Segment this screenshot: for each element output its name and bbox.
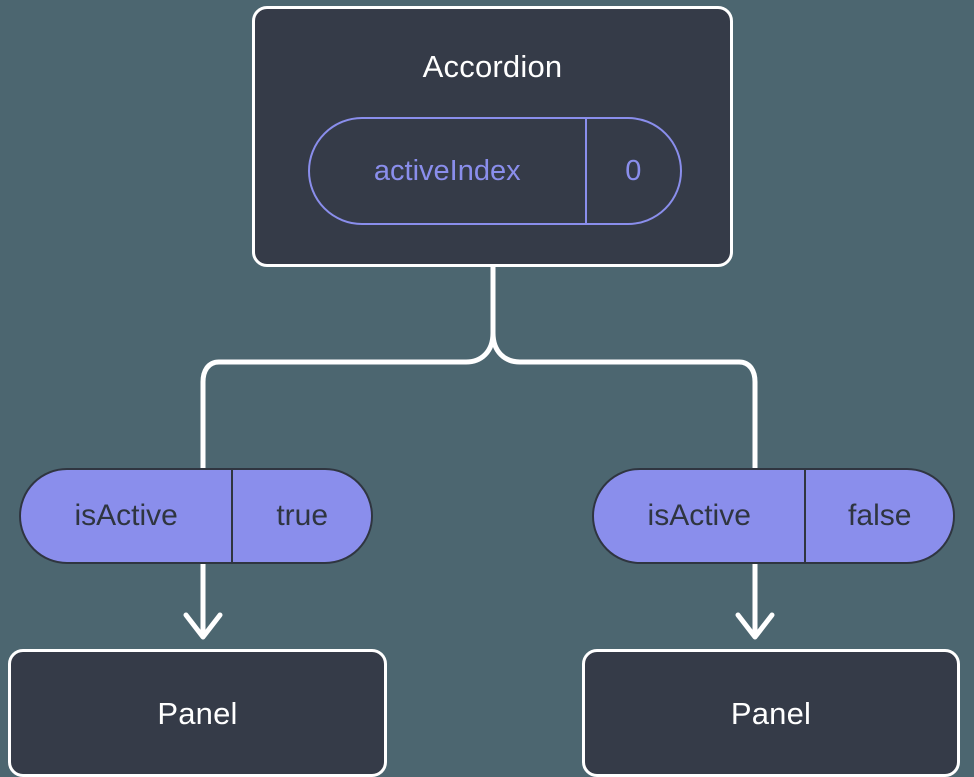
component-node-panel-right-label: Panel bbox=[730, 695, 812, 731]
prop-pill-is-active-false-value: false bbox=[804, 470, 953, 562]
component-node-accordion-label: Accordion bbox=[422, 49, 563, 84]
state-pill-active-index-value: 0 bbox=[584, 119, 680, 223]
component-node-panel-right[interactable]: Panel bbox=[582, 649, 960, 777]
arrow-right-head bbox=[735, 612, 775, 640]
prop-pill-is-active-false-key: isActive bbox=[647, 499, 751, 532]
connector-left-branch bbox=[200, 264, 496, 477]
connector-right-branch bbox=[490, 264, 758, 477]
state-pill-active-index-key: activeIndex bbox=[373, 154, 521, 187]
arrow-left-head bbox=[183, 612, 223, 640]
prop-pill-is-active-true-key: isActive bbox=[74, 499, 178, 532]
component-node-panel-left[interactable]: Panel bbox=[8, 649, 387, 777]
prop-pill-is-active-true-value: true bbox=[231, 470, 371, 562]
prop-pill-is-active-false[interactable]: isActive false bbox=[592, 468, 955, 564]
state-pill-active-index[interactable]: activeIndex 0 bbox=[308, 117, 682, 225]
component-node-panel-left-label: Panel bbox=[157, 695, 238, 731]
prop-pill-is-active-true[interactable]: isActive true bbox=[19, 468, 373, 564]
